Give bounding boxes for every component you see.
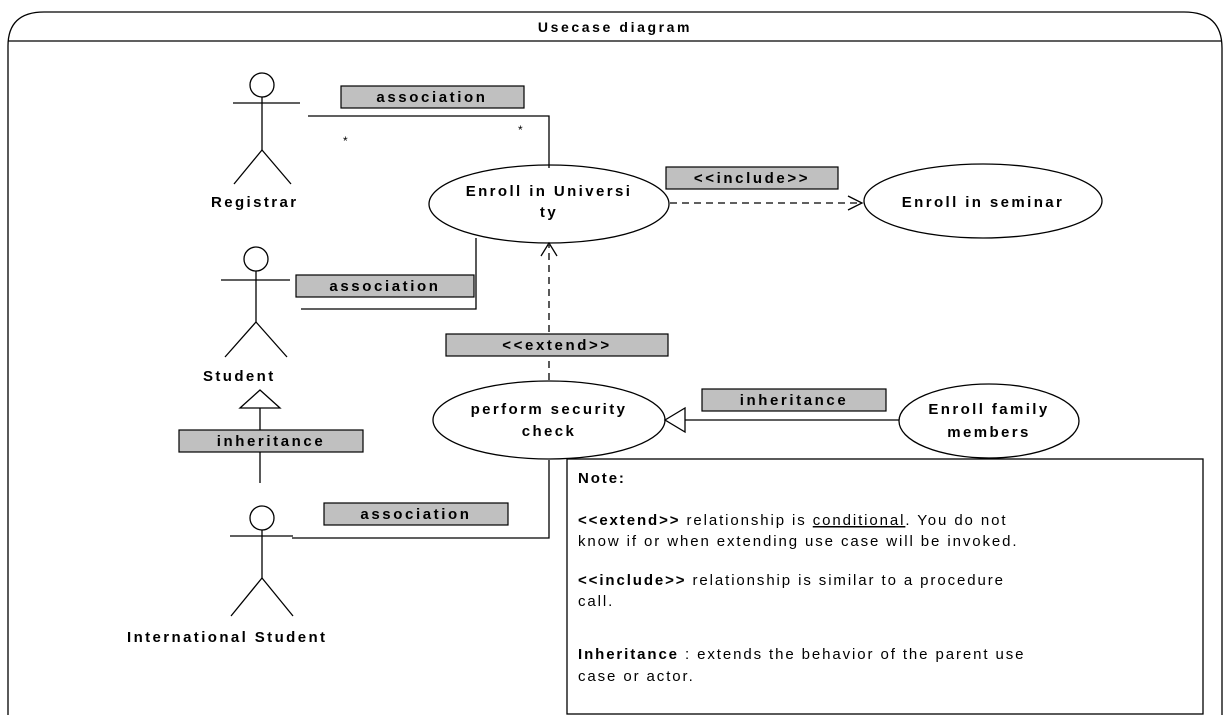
- registrar-association-line: [308, 115, 550, 168]
- perform-security-check-label-line2: check: [522, 423, 577, 440]
- registrar-actor: [233, 72, 300, 185]
- enroll-family-members-usecase[interactable]: [898, 383, 1080, 459]
- note-extend-line1: <<extend>> relationship is conditional. …: [578, 512, 1007, 529]
- usecase-inheritance-arrowhead: [663, 406, 686, 434]
- note-inheritance-keyword: Inheritance: [578, 646, 679, 663]
- note-extend-underlined: conditional: [813, 512, 906, 529]
- include-label-box: [665, 166, 839, 190]
- enroll-family-members-label-line2: members: [947, 424, 1031, 441]
- registrar-head: [249, 72, 275, 98]
- international-association-label: association: [360, 506, 471, 523]
- international-association-line: [292, 460, 550, 539]
- registrar-multiplicity-actor: *: [343, 134, 348, 148]
- diagram-frame: [7, 11, 1223, 715]
- international-association-label-box: [323, 502, 509, 526]
- note-include-line2: call.: [578, 593, 614, 610]
- extend-arrowhead: [540, 241, 558, 257]
- perform-security-check-label-line1: perform security: [471, 401, 628, 418]
- include-label: <<include>>: [694, 170, 810, 187]
- registrar-association-label: association: [376, 89, 487, 106]
- international-student-label: International Student: [127, 629, 327, 646]
- note-include-keyword: <<include>>: [578, 572, 686, 589]
- note-extend-line2: know if or when extending use case will …: [578, 533, 1018, 550]
- student-head: [243, 246, 269, 272]
- student-association-label-box: [295, 274, 475, 298]
- enroll-family-members-label-line1: Enroll family: [928, 401, 1049, 418]
- registrar-multiplicity-usecase: *: [518, 123, 523, 137]
- enroll-in-seminar-usecase[interactable]: [863, 163, 1103, 239]
- note-extend-keyword: <<extend>>: [578, 512, 680, 529]
- student-association-label: association: [329, 278, 440, 295]
- enroll-in-university-label-line2: ty: [540, 204, 558, 221]
- extend-label-box: [445, 333, 669, 357]
- actor-inheritance-label-box: [178, 429, 364, 453]
- enroll-in-university-label-line1: Enroll in Universi: [466, 183, 633, 200]
- note-inheritance-line2: case or actor.: [578, 668, 695, 685]
- usecase-inheritance-label-box: [701, 388, 887, 412]
- actor-inheritance-arrowhead: [238, 389, 282, 409]
- note-inheritance-line1: Inheritance : extends the behavior of th…: [578, 646, 1025, 663]
- student-actor: [221, 246, 290, 358]
- note-include-line1: <<include>> relationship is similar to a…: [578, 572, 1005, 589]
- student-label: Student: [203, 368, 276, 385]
- note-box: [566, 458, 1204, 715]
- enroll-in-seminar-label: Enroll in seminar: [902, 194, 1065, 211]
- frame-title: Usecase diagram: [538, 19, 692, 35]
- usecase-inheritance-label: inheritance: [740, 392, 849, 409]
- registrar-label: Registrar: [211, 194, 298, 211]
- registrar-association-label-box: [340, 85, 525, 109]
- student-association-line: [301, 238, 477, 310]
- extend-label: <<extend>>: [502, 337, 611, 354]
- international-student-actor: [230, 505, 294, 617]
- perform-security-check-usecase[interactable]: [432, 380, 666, 460]
- include-arrowhead: [847, 195, 864, 211]
- actor-inheritance-label: inheritance: [217, 433, 326, 450]
- note-heading: Note:: [578, 470, 626, 487]
- international-student-head: [249, 505, 275, 531]
